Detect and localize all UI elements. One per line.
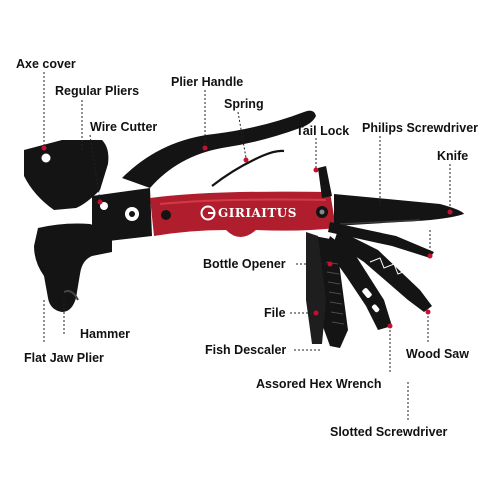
knife-blade-shape [334, 194, 464, 226]
red-handle-shape [150, 191, 336, 237]
spring-wire [211, 149, 285, 187]
label-philips-screwdriver: Philips Screwdriver [362, 121, 479, 135]
label-regular-pliers: Regular Pliers [55, 84, 140, 98]
brand-name: GIRIAITUS [218, 206, 297, 220]
leader-lines [43, 72, 451, 420]
plier-handle-shape [122, 110, 316, 188]
label-wood-saw: Wood Saw [406, 347, 469, 361]
philips-screwdriver-shape [328, 222, 434, 258]
label-hammer: Hammer [80, 327, 131, 341]
label-flat-jaw-plier: Flat Jaw Plier [24, 351, 104, 365]
label-file: File [264, 306, 286, 320]
label-fish-descaler: Fish Descaler [205, 343, 287, 357]
label-slotted-screwdriver: Slotted Screwdriver [330, 425, 448, 439]
handle-rivet [161, 210, 171, 220]
label-spring: Spring [224, 97, 264, 111]
label-axe-cover: Axe cover [16, 57, 76, 71]
leader-end-dots [41, 145, 453, 329]
axe-hole [41, 153, 51, 163]
label-plier-handle: Plier Handle [171, 75, 244, 89]
fish-descaler-shape [306, 232, 326, 344]
wood-saw-shape [334, 230, 432, 312]
plier-jaw-shape [92, 188, 152, 242]
label-bottle-opener: Bottle Opener [203, 257, 286, 271]
hammer-head-shape [34, 223, 112, 312]
label-hex-wrench: Assored Hex Wrench [256, 377, 382, 391]
label-wire-cutter: Wire Cutter [90, 120, 158, 134]
label-tail-lock: Tail Lock [296, 124, 350, 138]
brand-logo-mark [200, 205, 216, 221]
tail-lock-shape [318, 166, 332, 198]
label-knife: Knife [437, 149, 469, 163]
